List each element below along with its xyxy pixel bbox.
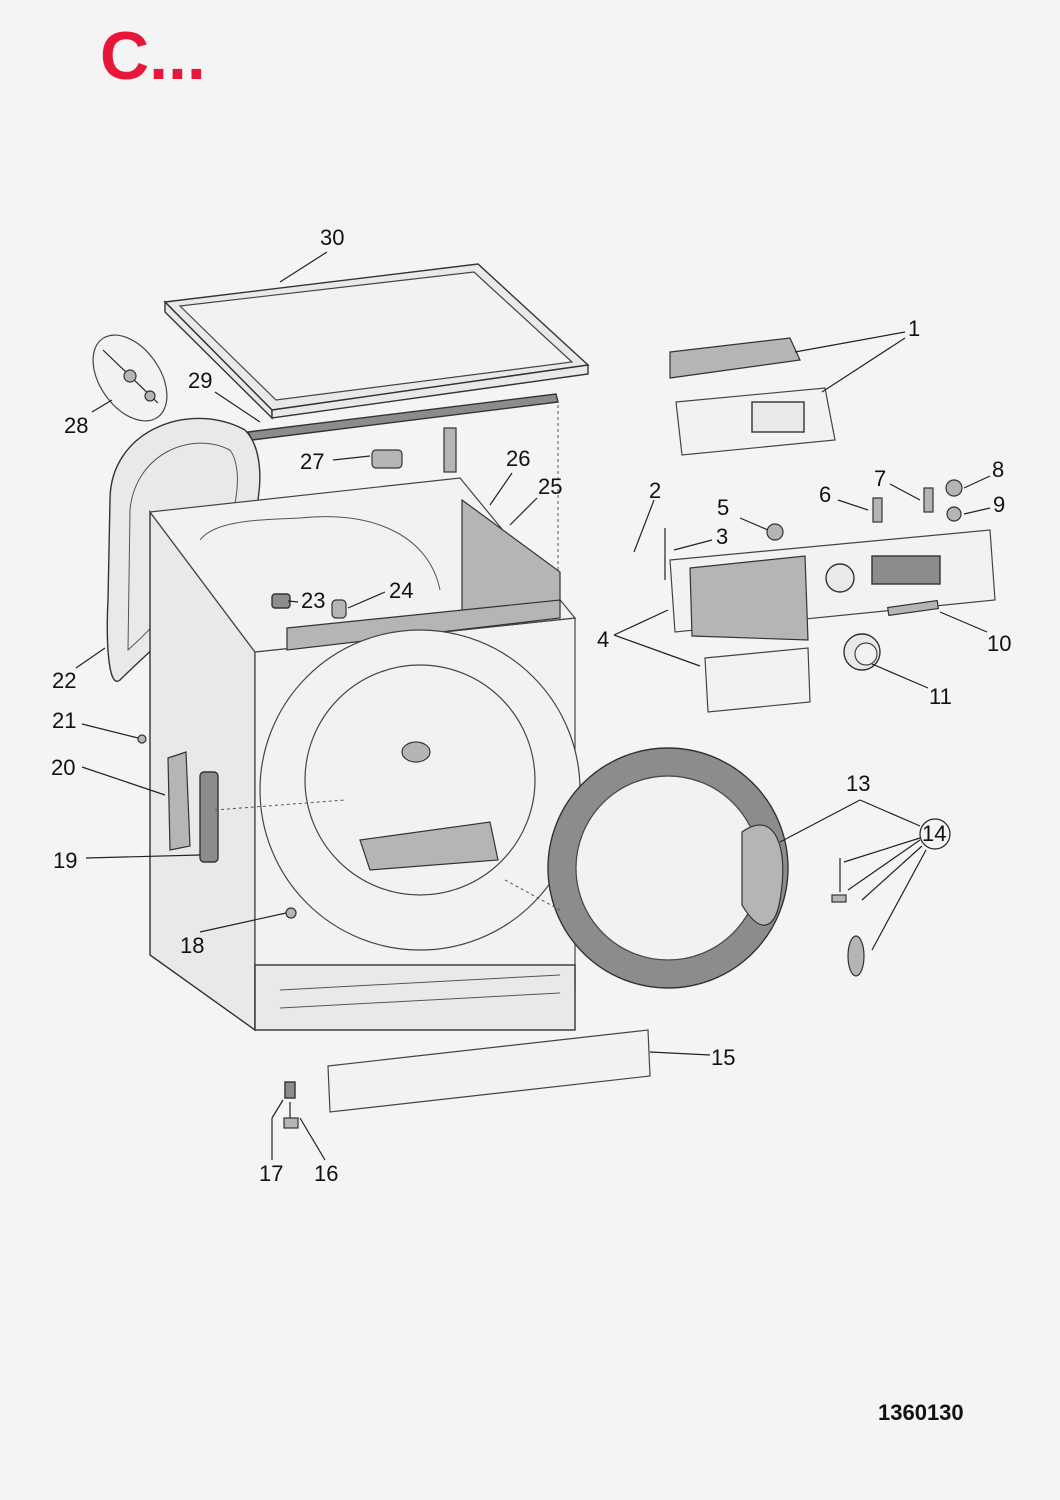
callout-28: 28 xyxy=(64,413,88,438)
callout-11: 11 xyxy=(929,684,952,709)
callout-9: 9 xyxy=(993,492,1005,517)
part-control-boards xyxy=(669,337,836,456)
callout-1: 1 xyxy=(908,316,920,341)
callout-17: 17 xyxy=(259,1161,283,1186)
part-23 xyxy=(271,593,291,609)
callout-16: 16 xyxy=(314,1161,338,1186)
part-hinge xyxy=(831,858,865,977)
callout-20: 20 xyxy=(51,755,75,780)
callout-4: 4 xyxy=(597,627,609,652)
callout-27: 27 xyxy=(300,449,324,474)
part-lock-20 xyxy=(167,751,191,851)
part-knob-5 xyxy=(766,523,784,541)
part-lock-19 xyxy=(199,771,219,863)
callout-18: 18 xyxy=(180,933,204,958)
leader-lines xyxy=(75,251,991,1161)
callout-22: 22 xyxy=(52,668,76,693)
callout-10: 10 xyxy=(987,631,1011,656)
callout-14-circle xyxy=(919,818,951,850)
callout-19: 19 xyxy=(53,848,77,873)
callout-30: 30 xyxy=(320,225,344,250)
callout-14: 14 xyxy=(922,821,946,846)
part-drum-opening xyxy=(259,629,581,951)
part-spring xyxy=(443,427,457,473)
part-button-6 xyxy=(872,497,883,523)
part-knob-8 xyxy=(945,479,963,497)
part-screw-21 xyxy=(137,734,147,744)
callout-2: 2 xyxy=(649,478,661,503)
callouts: 30 29 28 27 26 25 24 23 22 21 20 19 18 1… xyxy=(51,225,1011,1186)
document-number: 1360130 xyxy=(878,1400,964,1425)
callout-5: 5 xyxy=(717,495,729,520)
callout-13: 13 xyxy=(846,771,870,796)
callout-15: 15 xyxy=(711,1045,735,1070)
callout-21: 21 xyxy=(52,708,76,733)
part-button-7 xyxy=(923,487,934,513)
part-button-strip xyxy=(887,599,939,617)
callout-6: 6 xyxy=(819,482,831,507)
section-letter: C... xyxy=(100,18,206,94)
callout-7: 7 xyxy=(874,466,886,491)
part-plinth xyxy=(327,1029,651,1113)
callout-29: 29 xyxy=(188,368,212,393)
callout-26: 26 xyxy=(506,446,530,471)
part-drawer-front xyxy=(704,647,811,713)
callout-25: 25 xyxy=(538,474,562,499)
callout-24: 24 xyxy=(389,578,413,603)
part-foot xyxy=(283,1081,299,1129)
part-knob-9 xyxy=(946,506,962,522)
callout-23: 23 xyxy=(301,588,325,613)
part-selector-knob xyxy=(843,633,881,671)
part-screw-18 xyxy=(285,907,297,919)
part-bracket xyxy=(371,449,403,469)
callout-3: 3 xyxy=(716,524,728,549)
part-door xyxy=(547,747,789,989)
part-top-cover xyxy=(163,263,590,420)
part-hose xyxy=(92,334,168,422)
part-24 xyxy=(331,599,347,619)
callout-8: 8 xyxy=(992,457,1004,482)
